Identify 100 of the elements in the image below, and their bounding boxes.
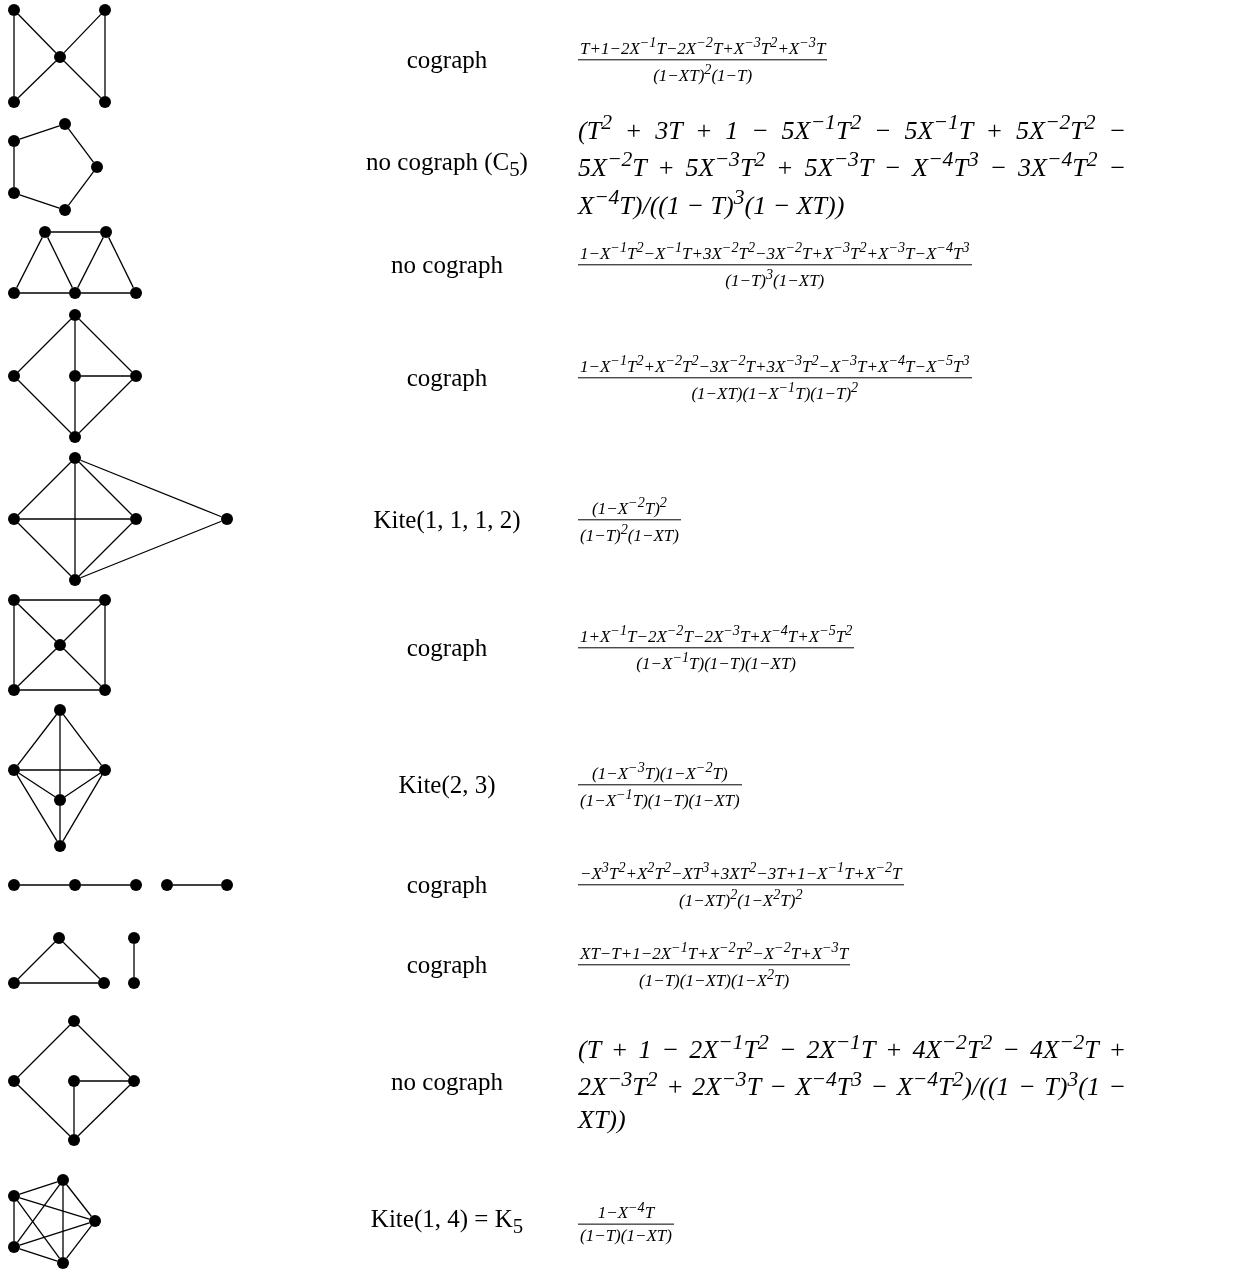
graph-edge <box>17 603 57 642</box>
formula-numerator: T+1−2X$^{−1}$T−2X$^{−2}$T+X$^{−3}$T$^{2}$+X$^{−3}$T <box>579 34 828 59</box>
graph-edge <box>19 982 99 984</box>
formula-numerator: 1−X$^{−1}$T$^{2}$+X$^{−2}$T$^{2}$−3X$^{−2}$T+3X$^{−3}$T$^{2}$−X$^{−3}$T+X$^{−4}$T−X$^{−5}$T$^{3}$ <box>579 352 971 377</box>
graph-edge <box>19 599 100 601</box>
vertex-dot <box>69 287 81 299</box>
graph-edge <box>19 689 100 691</box>
vertex-dot <box>8 684 20 696</box>
vertex-dot <box>8 513 20 525</box>
formula-denominator: (1−XT)(1−X$^{−1}$T)(1−T)$^{2}$ <box>690 379 860 404</box>
vertex-dot <box>54 840 66 852</box>
graph-edge <box>79 520 223 579</box>
graph-edge <box>13 146 15 188</box>
graph-edge <box>172 884 222 886</box>
vertex-dot <box>128 1075 140 1087</box>
graph-edge <box>63 648 102 687</box>
graph-edge <box>79 459 223 518</box>
vertex-dot <box>99 4 111 16</box>
vertex-dot <box>53 932 65 944</box>
graph-edge <box>19 518 131 520</box>
vertex-dot <box>8 1075 20 1087</box>
vertex-dot <box>8 879 20 891</box>
graph-class-label: cograph <box>406 634 488 662</box>
graph-edge <box>59 805 61 841</box>
vertex-dot <box>8 4 20 16</box>
formula-numerator: −X$^{3}$T$^{2}$+X$^{2}$T$^{2}$−XT$^{3}$+3XT$^{2}$−3T+1−X$^{−1}$T+X$^{−2}$T <box>579 859 904 884</box>
vertex-dot <box>130 287 142 299</box>
graph-edge <box>64 772 101 798</box>
formula-denominator: (1−T)(1−XT)(1−X$^{2}$T) <box>638 966 791 991</box>
graph-class-label: cograph <box>406 951 488 979</box>
graph-edge <box>13 605 15 685</box>
vertex-dot <box>89 1215 101 1227</box>
graph-edge <box>80 292 131 294</box>
graph-class-label: no cograph <box>391 1068 503 1096</box>
graph-edge <box>74 381 76 432</box>
graph-edge <box>19 194 60 209</box>
vertex-dot <box>221 513 233 525</box>
vertex-dot <box>59 118 71 130</box>
graph-class-label: cograph <box>406 46 488 74</box>
graph-edge <box>59 715 61 795</box>
vertex-dot <box>130 513 142 525</box>
formula-numerator: 1+X$^{−1}$T−2X$^{−2}$T−2X$^{−3}$T+X$^{−4}$T+X$^{−5}$T$^{2}$ <box>579 622 854 647</box>
graph-edge <box>16 1184 61 1243</box>
vertex-dot <box>91 161 103 173</box>
graph-edge <box>13 1201 15 1242</box>
graph-edge <box>78 379 133 434</box>
vertex-dot <box>130 370 142 382</box>
graph-edge <box>19 125 60 140</box>
graph-edge <box>17 1084 71 1137</box>
formula-numerator: 1−X$^{−1}$T$^{2}$−X$^{−1}$T+3X$^{−2}$T$^{2}$−3X$^{−2}$T+X$^{−3}$T$^{2}$+X$^{−3}$T−X$^{−4}$T$^{3}$ <box>579 239 971 264</box>
graph-edge <box>78 318 133 373</box>
graph-edge <box>17 461 72 516</box>
vertex-dot <box>99 96 111 108</box>
formula-numerator: (1−X$^{−3}$T)(1−X$^{−2}$T) <box>591 759 729 784</box>
graph-edge <box>80 375 131 377</box>
vertex-dot <box>128 932 140 944</box>
graph-edge <box>62 714 103 766</box>
formula-numerator: 1−X$^{−4}$T <box>596 1198 656 1223</box>
vertex-dot <box>8 1241 20 1253</box>
graph-edge <box>19 1222 90 1246</box>
vertex-dot <box>8 977 20 989</box>
vertex-dot <box>130 879 142 891</box>
graph-edge <box>62 774 103 842</box>
formula-numerator: (1−X$^{−2}$T)$^{2}$ <box>591 494 668 519</box>
graph-edge <box>104 15 106 97</box>
formula: (T + 1 − 2X$^{−1}$T$^{2}$ − 2X$^{−1}$T + 4X$^{−2}$T$^{2}$ − 4X$^{−2}$T + 2X$^{−3}$T$^{2}$ + 2X$^{−3}$T − X$^{−4}$T$^{3}$ − X$^{−4}$T$^{2}$)/((1 − T)$^{3}$(1 − XT)) <box>578 1028 1126 1136</box>
graph-edge <box>63 60 102 99</box>
graph-edge <box>18 772 56 798</box>
graph-edge <box>66 1184 92 1217</box>
graph-edge <box>73 1086 75 1135</box>
vertex-dot <box>69 370 81 382</box>
graph-class-label: cograph <box>406 364 488 392</box>
graph-edge <box>79 1080 129 1082</box>
graph-class-label: cograph <box>406 871 488 899</box>
vertex-dot <box>8 764 20 776</box>
graph-edge <box>13 15 15 97</box>
graph-class-label: no cograph (C$_{5}$) <box>366 148 528 182</box>
vertex-dot <box>54 639 66 651</box>
vertex-dot <box>221 879 233 891</box>
formula-denominator: (1−T)$^{3}$(1−XT) <box>724 266 826 291</box>
graph-class-label: no cograph <box>391 251 503 279</box>
vertex-dot <box>8 187 20 199</box>
graph-class-label: Kite(1, 1, 1, 2) <box>373 506 521 534</box>
vertex-dot <box>59 204 71 216</box>
graph-edge <box>63 603 102 642</box>
graph-edge <box>80 884 131 886</box>
vertex-dot <box>161 879 173 891</box>
formula-denominator: (1−T)(1−XT) <box>579 1225 673 1246</box>
graph-edge <box>19 769 100 771</box>
vertex-dot <box>8 594 20 606</box>
graph-edge <box>74 463 76 575</box>
graph-edge <box>19 1181 58 1195</box>
graph-edge <box>19 1248 58 1262</box>
formula-denominator: (1−XT)$^{2}$(1−T) <box>652 61 754 86</box>
graph-edge <box>17 379 72 434</box>
graph-edge <box>16 1200 61 1259</box>
graph-edge <box>62 941 101 980</box>
vertex-dot <box>8 370 20 382</box>
graph-edge <box>133 943 135 978</box>
graph-edge <box>16 236 43 289</box>
